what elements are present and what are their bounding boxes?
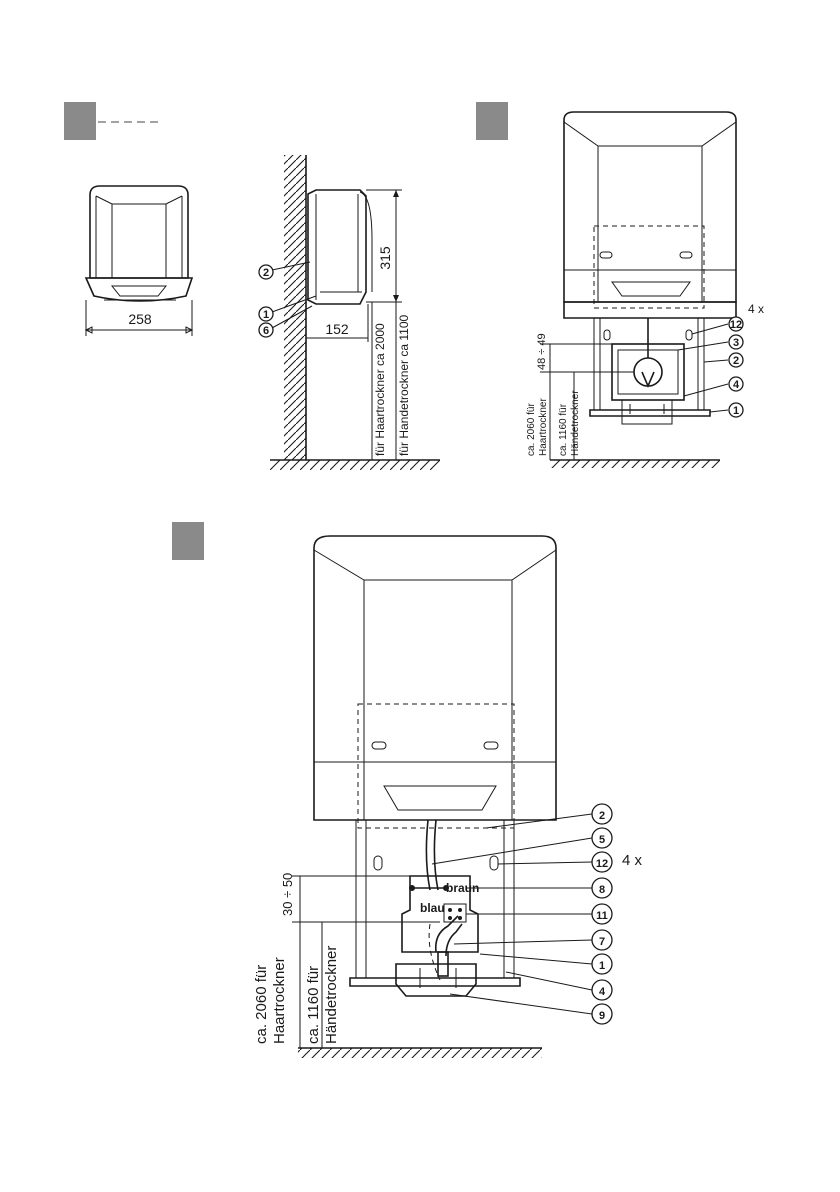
small-hand-dryer-line1: ca. 1160 für: [558, 403, 569, 456]
large-hair-dryer-line1: ca. 2060 für: [253, 965, 270, 1044]
figure-marker-2: [476, 102, 508, 140]
side-hair-dryer-height: für Haartrockner ca 2000: [373, 323, 387, 456]
large-callout-1: 1: [599, 960, 605, 972]
small-hair-dryer-line1: ca. 2060 für: [526, 403, 537, 456]
side-hand-dryer-height: für Handetrockner ca 1100: [397, 314, 411, 456]
large-callout-5: 5: [599, 834, 605, 846]
side-callout-2: 2: [263, 267, 269, 279]
small-callout-4: 4: [733, 379, 740, 391]
large-hand-dryer-line2: Händetrockner: [323, 946, 340, 1044]
large-callout-12: 12: [596, 858, 608, 870]
small-hand-dryer-line2: Händetrockner: [570, 390, 581, 456]
front-view: 258: [86, 186, 192, 336]
large-callout-4: 4: [599, 986, 606, 998]
large-hand-dryer-line1: ca. 1160 für: [305, 966, 322, 1044]
side-view: 315 152 für Haartrockner ca 2000 für Han…: [259, 155, 440, 470]
small-range-label: 48 ÷ 49: [536, 333, 548, 370]
front-width-label: 258: [128, 311, 152, 327]
mount-view-large: braun blau 30 ÷ 50 ca. 2060 für Haartroc…: [253, 536, 643, 1058]
mount-view-small: 48 ÷ 49 ca. 2060 für Haartrockner ca. 11…: [526, 112, 764, 468]
small-callout-1: 1: [733, 405, 739, 417]
large-count-label: 4 x: [622, 852, 643, 869]
side-callout-1: 1: [263, 309, 269, 321]
large-callout-7: 7: [599, 936, 605, 948]
large-callout-9: 9: [599, 1010, 605, 1022]
small-callout-3: 3: [733, 337, 739, 349]
small-callout-2: 2: [733, 355, 739, 367]
side-depth-label: 152: [325, 321, 349, 337]
small-callout-12: 12: [730, 319, 742, 331]
small-hair-dryer-line2: Haartrockner: [538, 398, 549, 456]
side-height-label: 315: [377, 246, 393, 270]
side-callout-6: 6: [263, 325, 269, 337]
figure-marker-3: [172, 522, 204, 560]
small-count-label: 4 x: [748, 302, 764, 316]
wire-blue-label: blau: [420, 901, 445, 915]
large-callout-2: 2: [599, 810, 605, 822]
figure-marker-1: [64, 102, 96, 140]
large-callout-11: 11: [596, 910, 608, 922]
large-hair-dryer-line2: Haartrockner: [271, 957, 288, 1044]
large-range-label: 30 ÷ 50: [280, 873, 295, 916]
large-callout-8: 8: [599, 884, 605, 896]
